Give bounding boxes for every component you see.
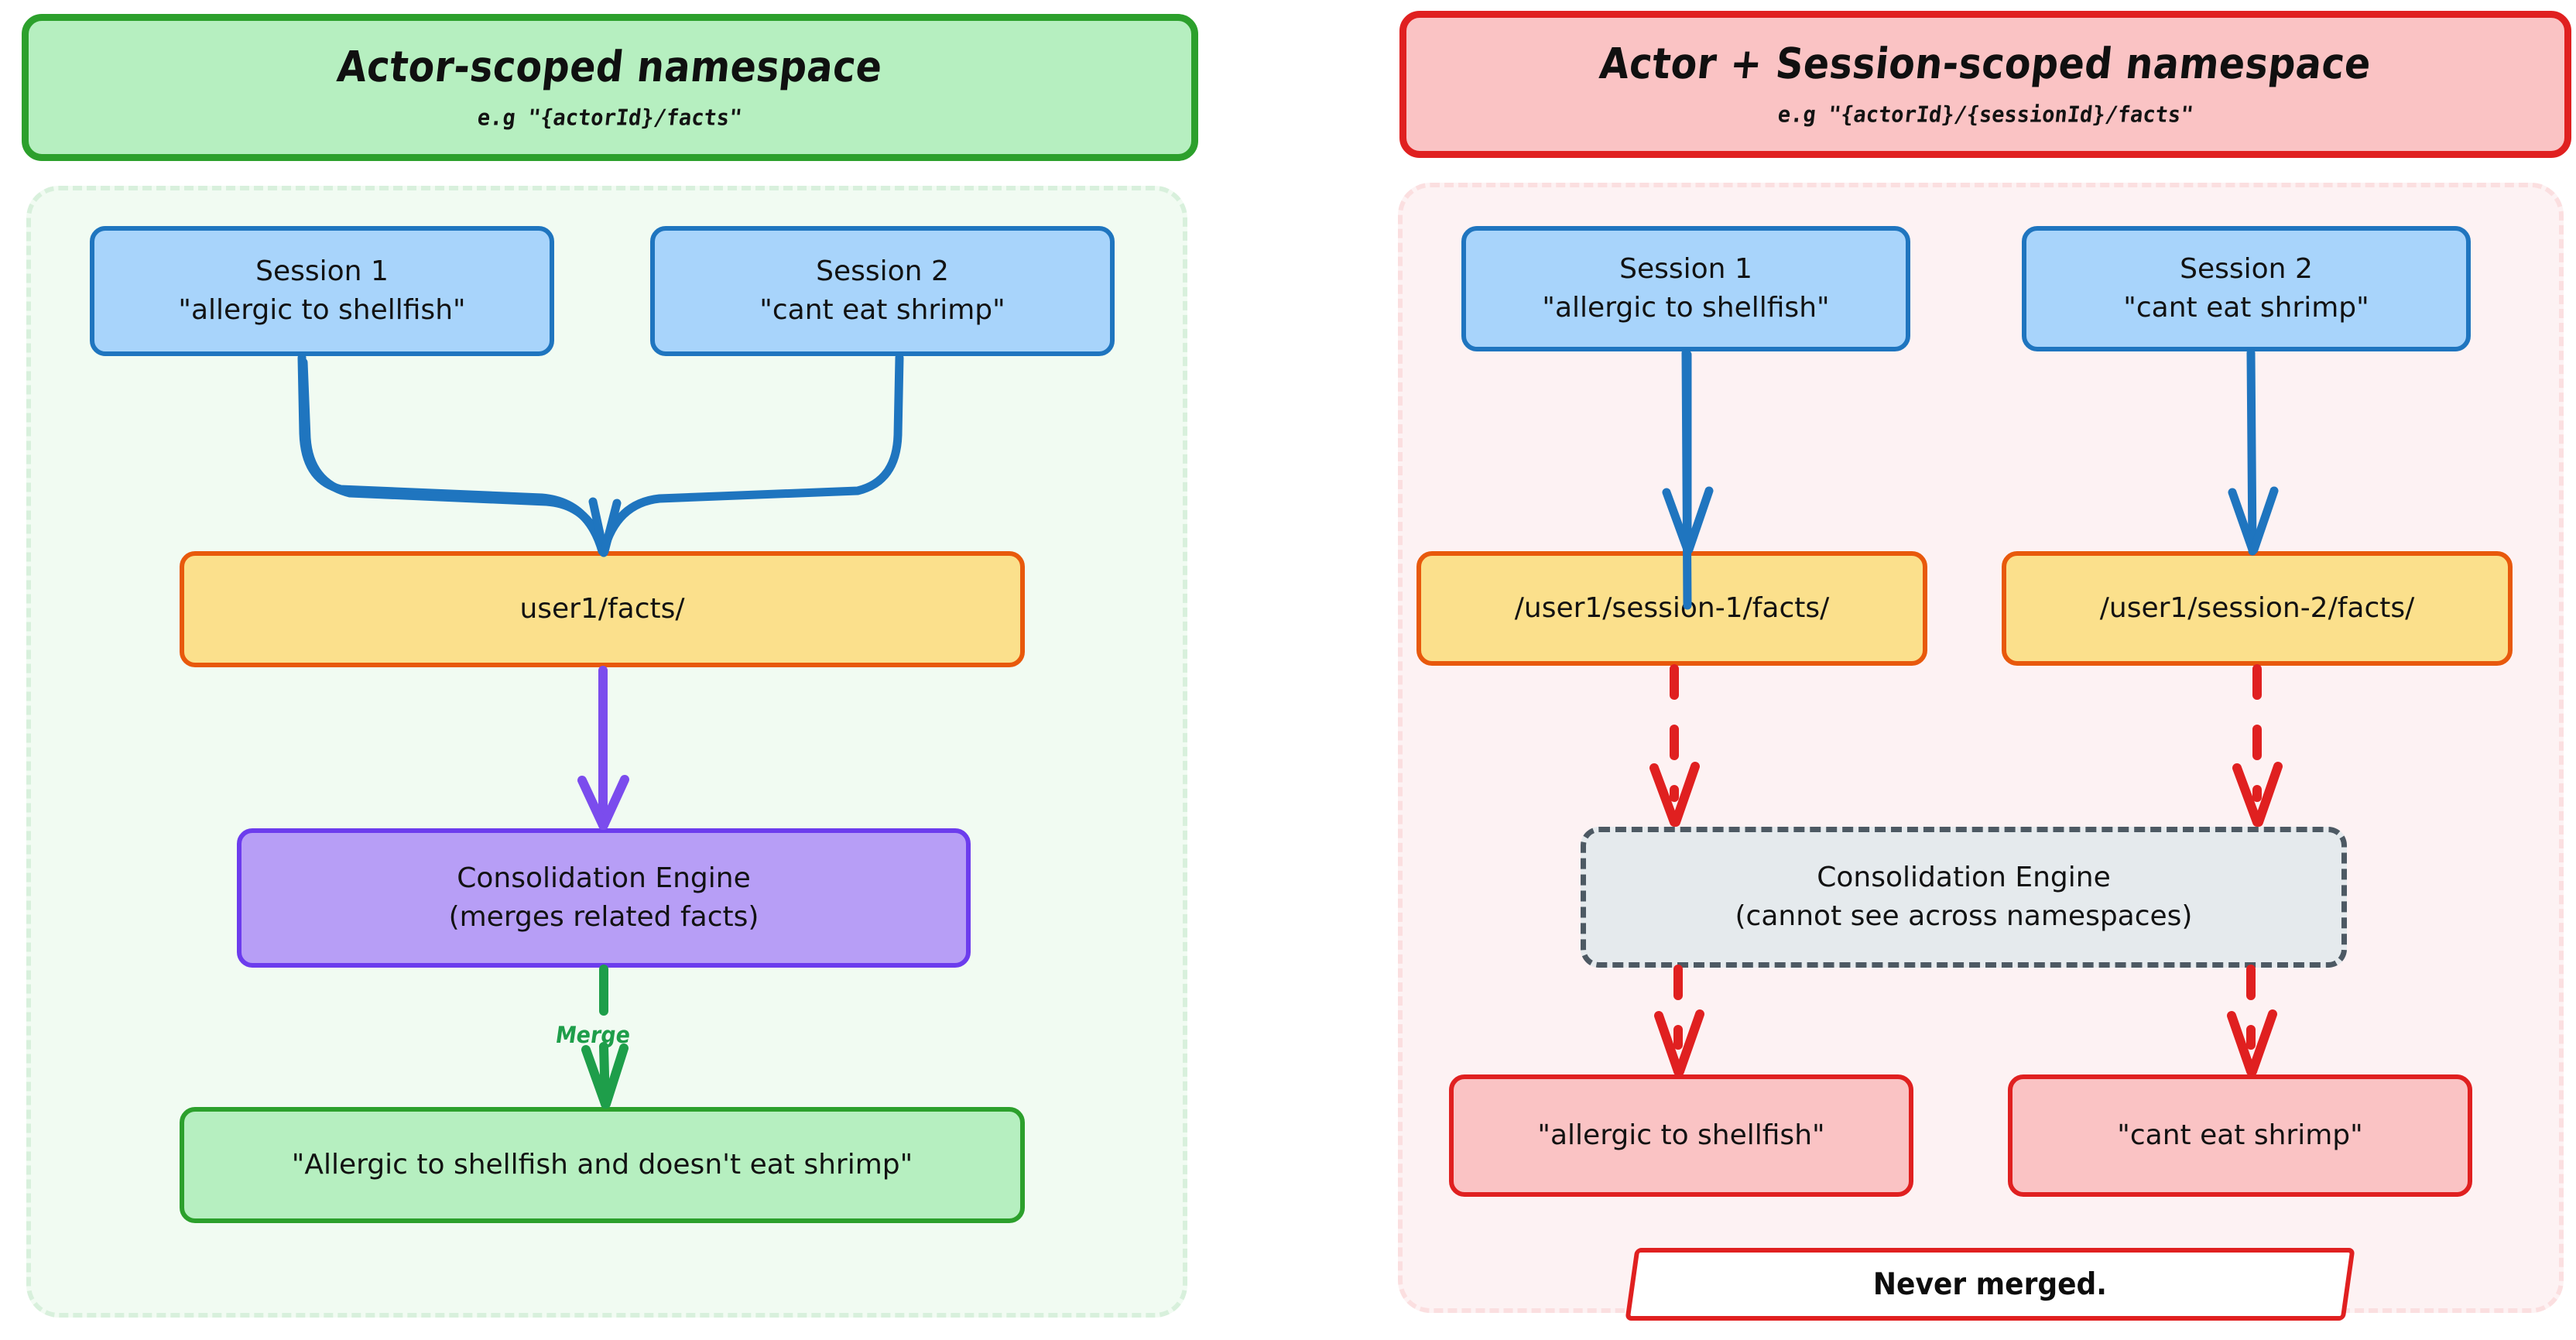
node-line: "Allergic to shellfish and doesn't eat s… — [291, 1149, 913, 1181]
node-line: Session 1 — [1619, 253, 1752, 286]
actor-session-scoped-title-card: Actor + Session-scoped namespace e.g "{a… — [1399, 11, 2571, 158]
node-line: /user1/session-2/facts/ — [2099, 592, 2415, 625]
node-line: "cant eat shrimp" — [759, 294, 1005, 326]
node-left-merged-result[interactable]: "Allergic to shellfish and doesn't eat s… — [180, 1107, 1025, 1223]
node-right-session-2[interactable]: Session 2 "cant eat shrimp" — [2022, 226, 2471, 351]
node-right-session-1[interactable]: Session 1 "allergic to shellfish" — [1461, 226, 1910, 351]
node-line: (merges related facts) — [448, 901, 759, 933]
node-line: Session 2 — [816, 255, 949, 288]
node-right-consolidation-engine[interactable]: Consolidation Engine (cannot see across … — [1581, 827, 2347, 968]
node-line: Consolidation Engine — [1817, 862, 2111, 894]
node-line: /user1/session-1/facts/ — [1514, 592, 1830, 625]
node-line: "allergic to shellfish" — [1537, 1119, 1825, 1152]
node-line: Consolidation Engine — [457, 862, 751, 895]
actor-session-scoped-title: Actor + Session-scoped namespace — [1597, 39, 2374, 89]
never-merged-label: Never merged. — [1872, 1266, 2108, 1302]
node-line: "cant eat shrimp" — [2123, 292, 2369, 324]
node-right-namespace-session-2[interactable]: /user1/session-2/facts/ — [2002, 551, 2513, 666]
node-line: "cant eat shrimp" — [2117, 1119, 2363, 1152]
node-left-session-1[interactable]: Session 1 "allergic to shellfish" — [90, 226, 554, 356]
node-line: Session 2 — [2180, 253, 2313, 286]
node-left-consolidation-engine[interactable]: Consolidation Engine (merges related fac… — [237, 828, 971, 968]
actor-scoped-title-card: Actor-scoped namespace e.g "{actorId}/fa… — [22, 14, 1198, 161]
actor-session-scoped-subtitle: e.g "{actorId}/{sessionId}/facts" — [1776, 102, 2194, 128]
node-line: "allergic to shellfish" — [178, 294, 466, 326]
node-right-namespace-session-1[interactable]: /user1/session-1/facts/ — [1416, 551, 1927, 666]
node-line: user1/facts/ — [519, 593, 685, 625]
node-line: Session 1 — [255, 255, 389, 288]
node-left-session-2[interactable]: Session 2 "cant eat shrimp" — [650, 226, 1115, 356]
edge-label-merge: Merge — [553, 1022, 632, 1049]
never-merged-note: Never merged. — [1625, 1248, 2355, 1321]
actor-scoped-title: Actor-scoped namespace — [334, 42, 886, 92]
node-right-fact-shrimp[interactable]: "cant eat shrimp" — [2008, 1074, 2472, 1197]
node-left-namespace[interactable]: user1/facts/ — [180, 551, 1025, 667]
node-line: (cannot see across namespaces) — [1735, 900, 2193, 932]
node-right-fact-shellfish[interactable]: "allergic to shellfish" — [1449, 1074, 1913, 1197]
actor-scoped-subtitle: e.g "{actorId}/facts" — [476, 105, 744, 131]
node-line: "allergic to shellfish" — [1542, 292, 1830, 324]
